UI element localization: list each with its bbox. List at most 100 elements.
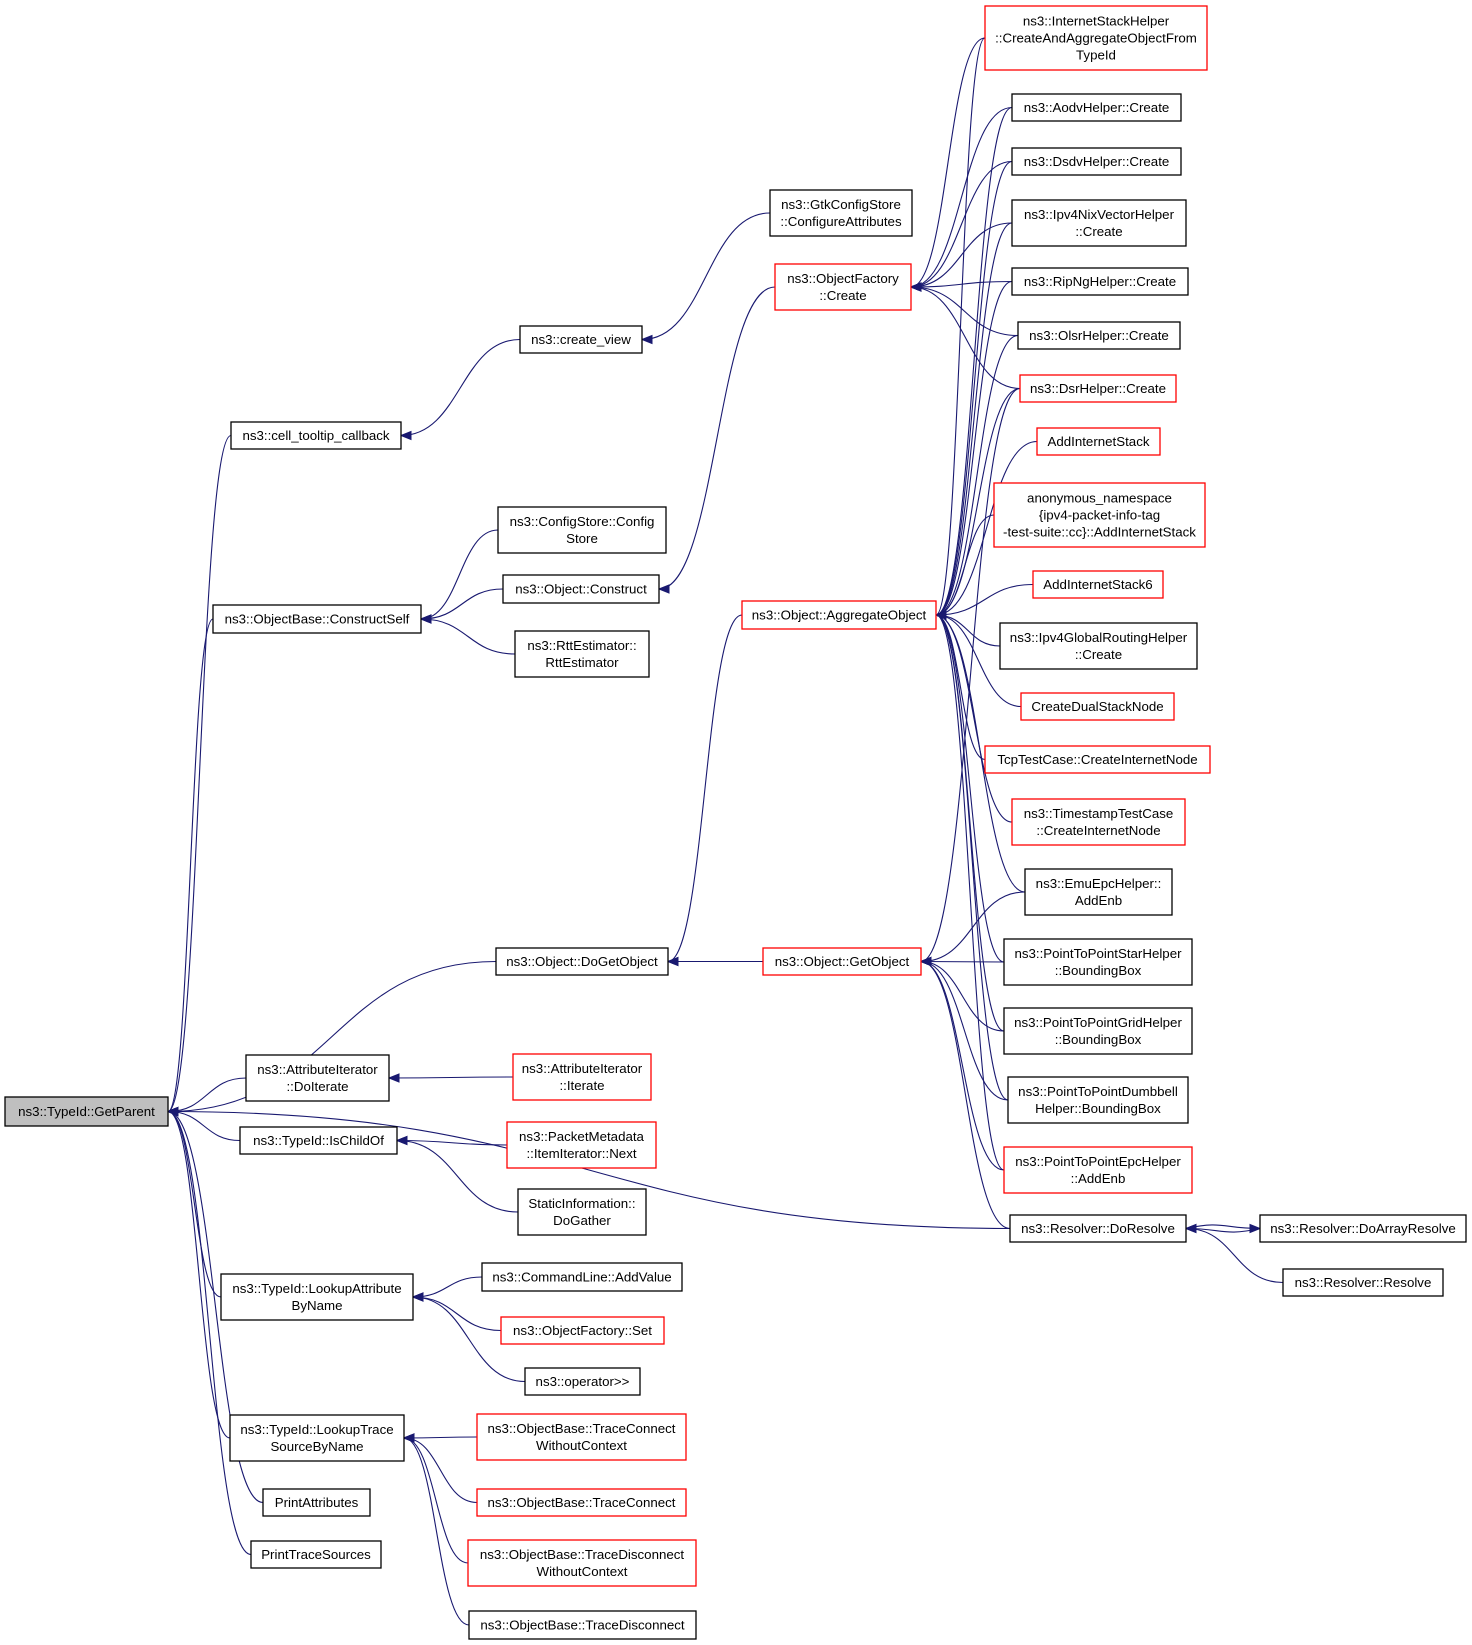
node-nix[interactable]: ns3::Ipv4NixVectorHelper::Create (1011, 199, 1187, 247)
edge-line (658, 286, 776, 590)
node-emu-epc[interactable]: ns3::EmuEpcHelper::AddEnb (1024, 868, 1173, 916)
node-label: ::ItemIterator::Next (526, 1146, 636, 1161)
node-timestamp[interactable]: ns3::TimestampTestCase::CreateInternetNo… (1011, 798, 1186, 846)
node-box (1032, 570, 1164, 599)
node-static-info[interactable]: StaticInformation::DoGather (517, 1188, 647, 1236)
node-td-nocontext[interactable]: ns3::ObjectBase::TraceDisconnectWithoutC… (467, 1539, 697, 1587)
node-rtt-est[interactable]: ns3::RttEstimator::RttEstimator (514, 630, 650, 678)
node-op-rshift[interactable]: ns3::operator>> (524, 1367, 641, 1396)
edge-line (935, 614, 1026, 893)
node-label: ns3::TypeId::IsChildOf (253, 1133, 384, 1148)
edge-rtt-est-to-construct-self (419, 614, 516, 655)
node-gtk-conf[interactable]: ns3::GtkConfigStore::ConfigureAttributes (769, 189, 913, 237)
edge-line (1185, 1227, 1284, 1284)
node-p2p-star[interactable]: ns3::PointToPointStarHelper::BoundingBox (1003, 938, 1193, 986)
edge-p2p-star-to-agg-obj (934, 610, 1005, 963)
edge-line (935, 514, 995, 616)
edge-of-create-to-obj-construct (657, 286, 776, 594)
node-label: ::DoIterate (286, 1079, 348, 1094)
node-add-inet6[interactable]: AddInternetStack6 (1032, 570, 1164, 599)
node-p2p-dumb[interactable]: ns3::PointToPointDumbbellHelper::Boundin… (1007, 1076, 1189, 1124)
node-box (212, 604, 422, 634)
node-box (1024, 868, 1173, 916)
node-label: ns3::Ipv4NixVectorHelper (1024, 207, 1175, 222)
node-dsr[interactable]: ns3::DsrHelper::Create (1019, 374, 1177, 403)
node-label: anonymous_namespace (1027, 491, 1172, 506)
node-box (762, 947, 922, 976)
node-tc[interactable]: ns3::ObjectBase::TraceConnect (476, 1488, 687, 1517)
node-label: ns3::InternetStackHelper (1023, 14, 1170, 29)
edge-line (667, 614, 743, 963)
node-label: ns3::GtkConfigStore (781, 197, 901, 212)
node-dual-stack[interactable]: CreateDualStackNode (1020, 692, 1175, 721)
node-box (506, 1121, 657, 1169)
edge-line (920, 960, 1005, 1032)
node-is-child[interactable]: ns3::TypeId::IsChildOf (239, 1126, 398, 1155)
node-dsdv[interactable]: ns3::DsdvHelper::Create (1011, 147, 1182, 176)
node-box (1009, 1214, 1187, 1243)
node-label: ::BoundingBox (1055, 963, 1142, 978)
edge-resolver-do-to-get-obj (919, 956, 1011, 1230)
node-box (517, 1188, 647, 1236)
node-td[interactable]: ns3::ObjectBase::TraceDisconnect (468, 1610, 697, 1640)
edge-attr-doiter-to-root (166, 1077, 247, 1117)
node-resolver-do[interactable]: ns3::Resolver::DoResolve (1009, 1214, 1187, 1243)
node-of-set[interactable]: ns3::ObjectFactory::Set (500, 1316, 665, 1345)
node-label: ns3::Resolver::DoResolve (1021, 1221, 1175, 1236)
node-box (1003, 1007, 1193, 1055)
node-layer: ns3::TypeId::GetParent ns3::cell_tooltip_… (4, 5, 1467, 1640)
node-p2p-grid[interactable]: ns3::PointToPointGridHelper::BoundingBox (1003, 1007, 1193, 1055)
edge-config-store-to-construct-self (419, 529, 499, 624)
node-anon-ns[interactable]: anonymous_namespace{ipv4-packet-info-tag… (993, 482, 1206, 548)
edge-construct-self-to-root (166, 618, 214, 1117)
node-ipv4-global[interactable]: ns3::Ipv4GlobalRoutingHelper::Create (999, 622, 1198, 670)
node-label: ns3::Object::AggregateObject (752, 608, 927, 623)
node-label: WithoutContext (537, 1564, 628, 1579)
node-label: ns3::create_view (531, 332, 631, 347)
node-root[interactable]: ns3::TypeId::GetParent (4, 1096, 169, 1127)
node-construct-self[interactable]: ns3::ObjectBase::ConstructSelf (212, 604, 422, 634)
node-get-obj[interactable]: ns3::Object::GetObject (762, 947, 922, 976)
node-resolver-arr[interactable]: ns3::Resolver::DoArrayResolve (1259, 1214, 1467, 1243)
node-box (1020, 692, 1175, 721)
node-create-view[interactable]: ns3::create_view (519, 325, 643, 354)
node-resolver[interactable]: ns3::Resolver::Resolve (1282, 1268, 1444, 1297)
arrowhead (395, 1135, 408, 1146)
node-box (524, 1367, 641, 1396)
node-of-create[interactable]: ns3::ObjectFactory::Create (774, 263, 912, 311)
node-attr-doiter[interactable]: ns3::AttributeIterator::DoIterate (245, 1054, 390, 1102)
node-label: ns3::Resolver::DoArrayResolve (1270, 1221, 1456, 1236)
node-box (1011, 199, 1187, 247)
edge-line (935, 160, 1013, 616)
node-print-attr[interactable]: PrintAttributes (262, 1488, 371, 1517)
node-agg-obj[interactable]: ns3::Object::AggregateObject (741, 600, 937, 630)
edge-line (403, 1437, 469, 1564)
node-print-trace[interactable]: PrintTraceSources (250, 1540, 382, 1569)
node-label: ::ConfigureAttributes (780, 214, 902, 229)
node-tc-nocontext[interactable]: ns3::ObjectBase::TraceConnectWithoutCont… (476, 1413, 687, 1461)
node-ripng[interactable]: ns3::RipNgHelper::Create (1011, 267, 1189, 296)
node-cell-tooltip[interactable]: ns3::cell_tooltip_callback (230, 421, 402, 450)
node-label: TcpTestCase::CreateInternetNode (997, 752, 1197, 767)
node-label: ::Create (819, 288, 866, 303)
node-label: ns3::Object::GetObject (775, 954, 910, 969)
node-label: WithoutContext (536, 1438, 627, 1453)
edge-line (910, 37, 986, 288)
node-add-inet[interactable]: AddInternetStack (1036, 427, 1161, 456)
node-obj-construct[interactable]: ns3::Object::Construct (502, 574, 660, 604)
node-cmd-add[interactable]: ns3::CommandLine::AddValue (481, 1262, 683, 1292)
node-olsr[interactable]: ns3::OlsrHelper::Create (1017, 321, 1181, 350)
node-box (519, 325, 643, 354)
node-box (1036, 427, 1161, 456)
node-config-store[interactable]: ns3::ConfigStore::ConfigStore (497, 506, 667, 554)
node-inet-stack-helper[interactable]: ns3::InternetStackHelper::CreateAndAggre… (984, 5, 1208, 71)
node-p2p-epc[interactable]: ns3::PointToPointEpcHelper::AddEnb (1003, 1146, 1193, 1194)
node-tcp-test[interactable]: TcpTestCase::CreateInternetNode (984, 745, 1211, 774)
node-do-get-obj[interactable]: ns3::Object::DoGetObject (495, 947, 669, 976)
edge-resolver-to-resolver-do (1184, 1223, 1284, 1284)
node-attr-iter[interactable]: ns3::AttributeIterator::Iterate (512, 1053, 652, 1101)
node-pm-next[interactable]: ns3::PacketMetadata::ItemIterator::Next (506, 1121, 657, 1169)
node-aodv[interactable]: ns3::AodvHelper::Create (1011, 93, 1182, 122)
